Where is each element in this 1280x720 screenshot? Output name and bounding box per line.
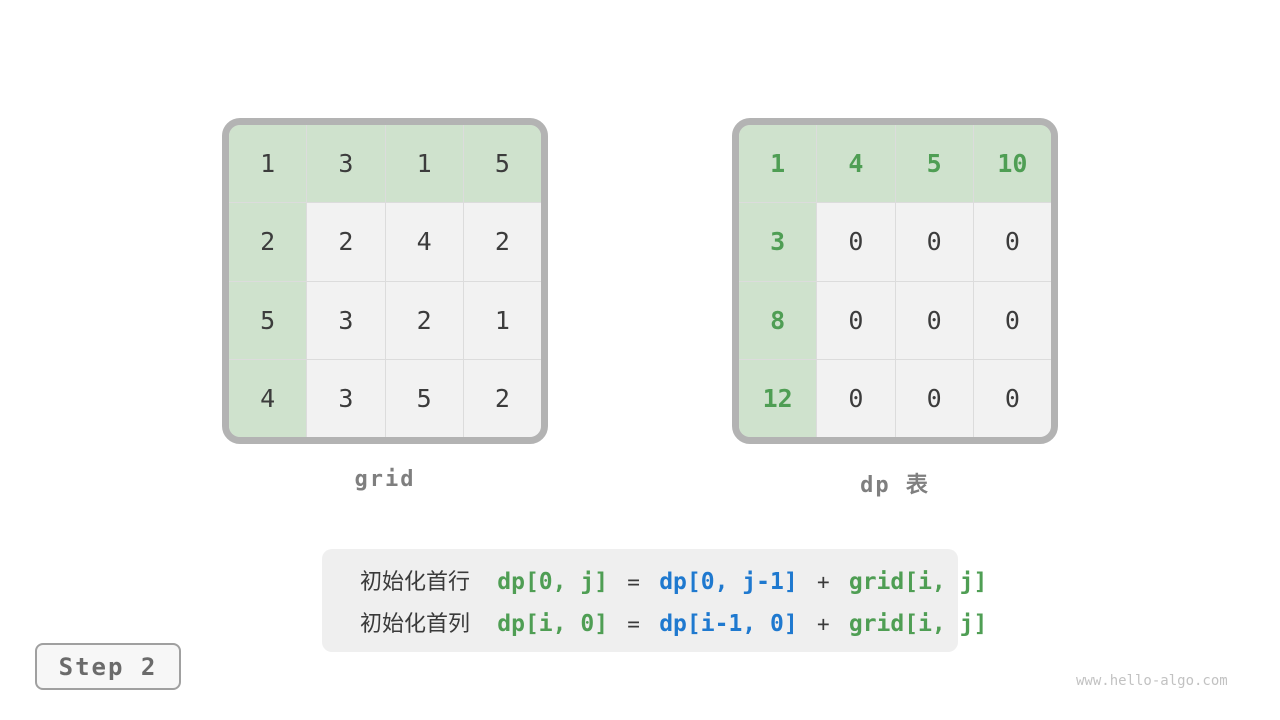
grid-cell: 2: [385, 281, 463, 359]
formula-grid-term: grid[i, j]: [848, 568, 988, 595]
equals-sign: =: [627, 569, 640, 594]
dp-cell: 1: [739, 125, 817, 203]
dp-cell: 3: [739, 203, 817, 281]
grid-cell: 5: [385, 359, 463, 437]
grid-cell: 1: [463, 281, 541, 359]
dp-cell: 0: [817, 359, 895, 437]
dp-cell: 0: [973, 359, 1051, 437]
dp-cell: 0: [895, 359, 973, 437]
formula-line-col-init: 初始化首列 dp[i, 0] = dp[i-1, 0] + grid[i, j]: [360, 606, 987, 638]
dp-cell: 10: [973, 125, 1051, 203]
grid-matrix-label: grid: [354, 467, 416, 492]
grid-cell: 2: [463, 359, 541, 437]
plus-sign: +: [816, 569, 830, 594]
dp-cell: 0: [817, 281, 895, 359]
grid-cell: 4: [385, 203, 463, 281]
dp-matrix-label: dp 表: [860, 473, 930, 498]
grid-cell: 2: [307, 203, 385, 281]
dp-cell: 8: [739, 281, 817, 359]
formula-dp-lhs: dp[0, j]: [497, 568, 609, 595]
dp-cell: 0: [973, 203, 1051, 281]
dp-cell: 0: [817, 203, 895, 281]
grid-cell: 2: [463, 203, 541, 281]
grid-cell: 5: [463, 125, 541, 203]
step-badge: Step 2: [35, 643, 181, 690]
formula-grid-term: grid[i, j]: [848, 610, 988, 637]
formula-line-row-init: 初始化首行 dp[0, j] = dp[0, j-1] + grid[i, j]: [360, 564, 987, 596]
dp-matrix-cells: 1 4 5 10 3 0 0 0 8 0 0 0 12 0 0 0: [739, 125, 1051, 437]
grid-cell: 1: [385, 125, 463, 203]
grid-cell: 3: [307, 125, 385, 203]
grid-matrix: 1 3 1 5 2 2 4 2 5 3 2 1 4 3 5 2: [222, 118, 548, 444]
grid-matrix-cells: 1 3 1 5 2 2 4 2 5 3 2 1 4 3 5 2: [229, 125, 541, 437]
dp-cell: 0: [973, 281, 1051, 359]
plus-sign: +: [816, 611, 830, 636]
grid-cell: 5: [229, 281, 307, 359]
formula-panel: 初始化首行 dp[0, j] = dp[0, j-1] + grid[i, j]…: [322, 549, 987, 652]
dp-cell: 4: [817, 125, 895, 203]
dp-cell: 12: [739, 359, 817, 437]
dp-cell: 5: [895, 125, 973, 203]
grid-cell: 3: [307, 359, 385, 437]
formula-prefix-row: 初始化首行: [360, 569, 471, 595]
equals-sign: =: [627, 611, 640, 636]
formula-dp-prev: dp[0, j-1]: [659, 568, 798, 595]
dp-matrix: 1 4 5 10 3 0 0 0 8 0 0 0 12 0 0 0: [732, 118, 1058, 444]
formula-dp-lhs: dp[i, 0]: [497, 610, 609, 637]
formula-dp-prev: dp[i-1, 0]: [659, 610, 798, 637]
formula-prefix-col: 初始化首列: [360, 611, 471, 637]
grid-cell: 3: [307, 281, 385, 359]
dp-cell: 0: [895, 281, 973, 359]
dp-cell: 0: [895, 203, 973, 281]
grid-cell: 1: [229, 125, 307, 203]
grid-cell: 4: [229, 359, 307, 437]
watermark-text: www.hello-algo.com: [1076, 673, 1228, 689]
grid-cell: 2: [229, 203, 307, 281]
